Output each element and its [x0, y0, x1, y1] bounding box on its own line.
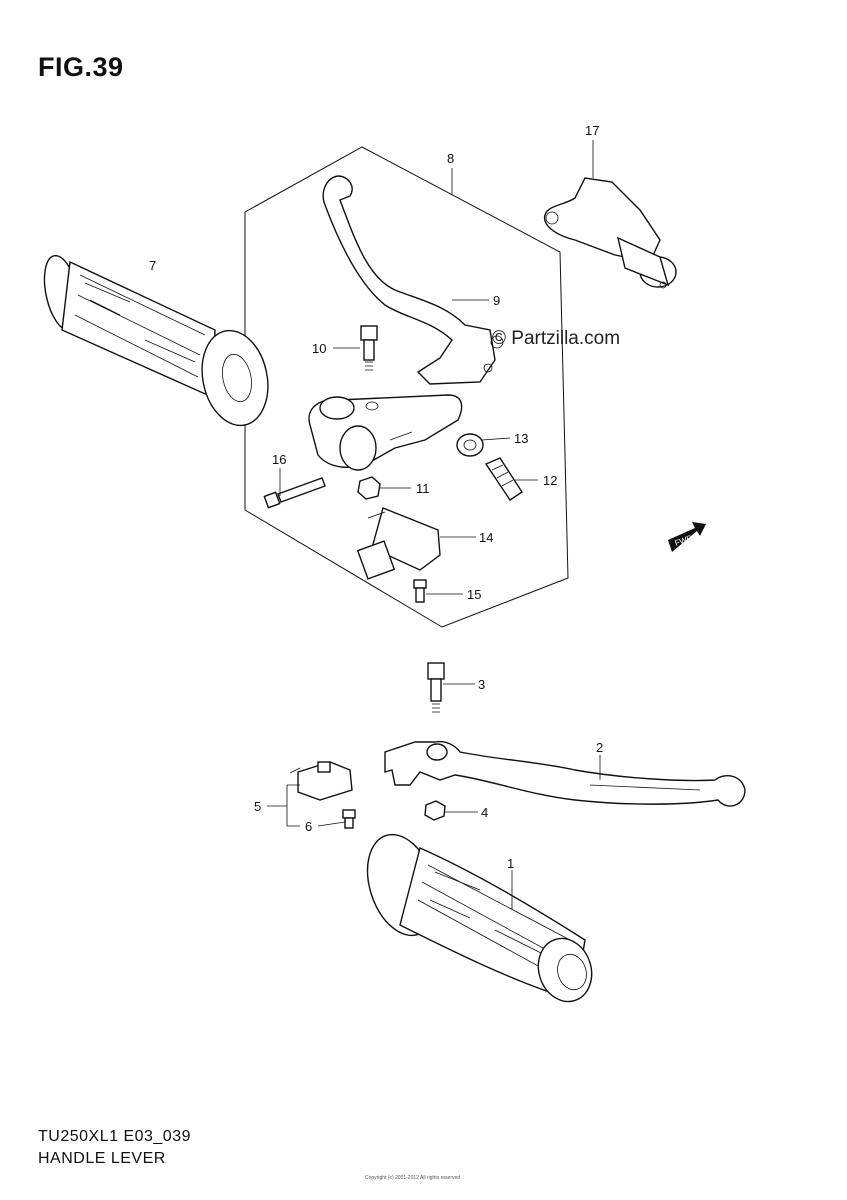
assembly-boundary — [244, 146, 569, 628]
partzilla-watermark: © Partzilla.com — [492, 328, 621, 349]
lever-holder[interactable] — [308, 394, 463, 471]
callout-17[interactable]: 17 — [585, 123, 599, 138]
fwd-arrow: FWD — [668, 522, 706, 552]
callout-4[interactable]: 4 — [481, 805, 488, 820]
callout-15[interactable]: 15 — [467, 587, 481, 602]
callout-13[interactable]: 13 — [514, 431, 528, 446]
callout-8[interactable]: 8 — [447, 151, 454, 166]
callout-3[interactable]: 3 — [478, 677, 485, 692]
part-3-bolt[interactable] — [427, 662, 445, 713]
callout-12[interactable]: 12 — [543, 473, 557, 488]
callout-10[interactable]: 10 — [312, 341, 326, 356]
diagram-name: HANDLE LEVER — [38, 1150, 166, 1167]
part-7-left-grip[interactable] — [38, 253, 276, 432]
part-1-right-grip[interactable] — [355, 826, 599, 1009]
part-17-lever-cover[interactable] — [543, 177, 677, 289]
part-9-clutch-lever[interactable] — [322, 175, 504, 385]
diagram-code: TU250XL1 E03_039 — [38, 1128, 191, 1145]
part-4-nut[interactable] — [424, 800, 446, 821]
callout-labels: 1 2 3 4 5 6 7 8 9 10 11 12 13 14 15 16 1… — [149, 123, 603, 871]
part-12-adjusting-bolt[interactable] — [484, 457, 523, 501]
figure-title: FIG.39 — [38, 52, 124, 82]
part-13-adjuster[interactable] — [456, 433, 484, 457]
part-6-screw[interactable] — [342, 809, 356, 829]
part-2-brake-lever[interactable] — [384, 740, 746, 807]
callout-14[interactable]: 14 — [479, 530, 493, 545]
callout-6[interactable]: 6 — [305, 819, 312, 834]
part-16-screw[interactable] — [263, 477, 326, 509]
callout-1[interactable]: 1 — [507, 856, 514, 871]
callout-11[interactable]: 11 — [416, 481, 430, 496]
part-5-brake-switch[interactable] — [289, 761, 353, 801]
part-10-bolt[interactable] — [360, 325, 378, 371]
fwd-label: FWD — [674, 533, 694, 548]
part-11-nut[interactable] — [357, 476, 381, 500]
callout-16[interactable]: 16 — [272, 452, 286, 467]
part-14-clutch-switch[interactable] — [356, 507, 441, 580]
callout-2[interactable]: 2 — [596, 740, 603, 755]
leader-lines — [267, 140, 601, 910]
callout-7[interactable]: 7 — [149, 258, 156, 273]
part-15-screw[interactable] — [413, 579, 427, 603]
copyright-text: Copyright (c) 2001-2012 All rights reser… — [365, 1175, 461, 1181]
callout-5[interactable]: 5 — [254, 799, 261, 814]
callout-9[interactable]: 9 — [493, 293, 500, 308]
